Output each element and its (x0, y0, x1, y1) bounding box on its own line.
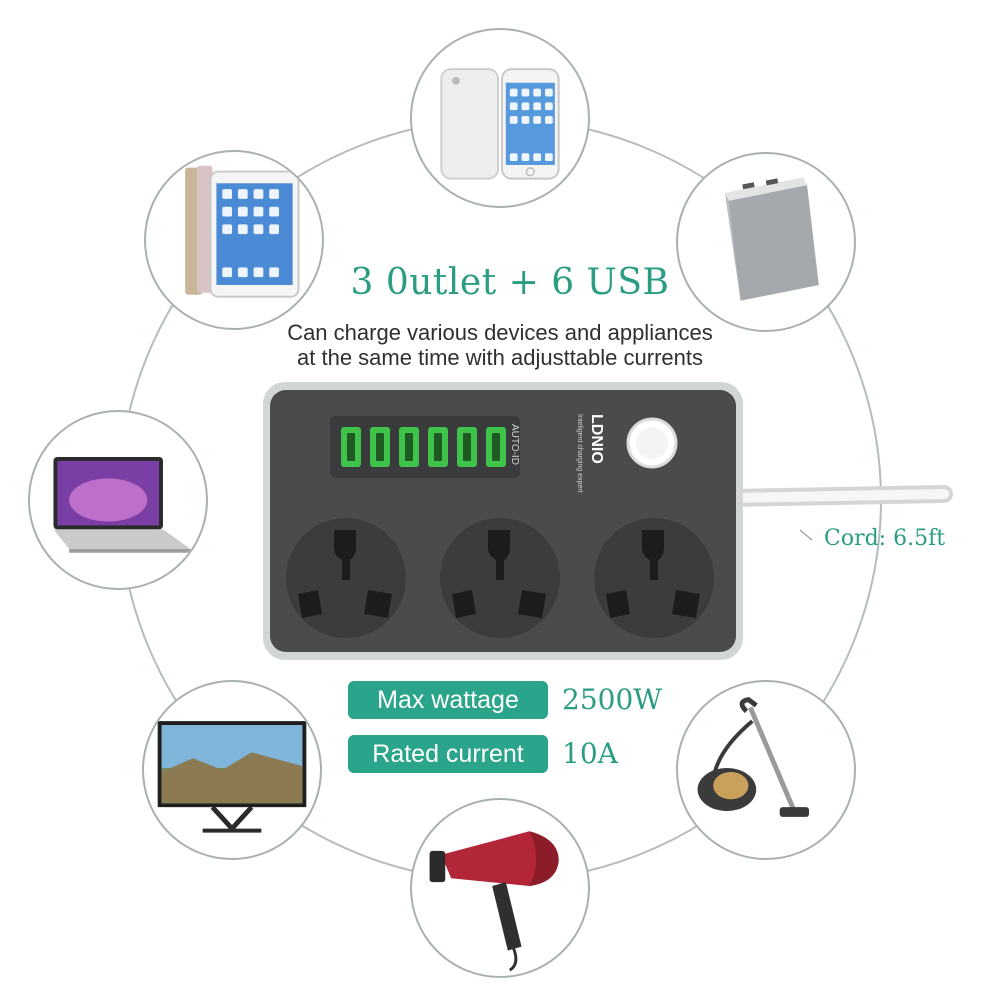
monitor-icon (157, 721, 307, 833)
subtitle-line-2: at the same time with adjusttable curren… (297, 345, 703, 370)
brand-tagline: Inteligent charging expert (576, 414, 583, 493)
vacuum-icon (697, 697, 810, 817)
outlet-3 (594, 518, 714, 638)
laptop-icon (53, 456, 191, 553)
usb-ports (341, 427, 506, 467)
monitor-bubble (142, 680, 322, 860)
cord-length-label: Cord: 6.5ft (824, 526, 946, 551)
tablet-bubble (144, 150, 324, 330)
outlet-2 (440, 518, 560, 638)
subtitle-line-1: Can charge various devices and appliance… (287, 320, 713, 345)
power-bank-bubble (676, 152, 856, 332)
phone-bubble (410, 28, 590, 208)
tablet-icon (185, 165, 300, 298)
headline: 3 0utlet + 6 USB (350, 262, 670, 303)
rated-current-label: Rated current (348, 735, 548, 773)
cord-pointer (799, 529, 813, 541)
phone-icon (440, 68, 560, 180)
laptop-bubble (28, 410, 208, 590)
rated-current-value: 10A (562, 737, 618, 770)
outlet-1 (286, 518, 406, 638)
power-bank-icon (724, 177, 819, 301)
max-wattage-label: Max wattage (348, 681, 548, 719)
hair-dryer-bubble (410, 798, 590, 978)
brand-logo: LDNIO (588, 414, 605, 464)
hair-dryer-icon (429, 831, 559, 972)
usb-auto-id-label: AUTO-ID (509, 424, 520, 465)
vacuum-bubble (676, 680, 856, 860)
max-wattage-value: 2500W (562, 683, 663, 716)
